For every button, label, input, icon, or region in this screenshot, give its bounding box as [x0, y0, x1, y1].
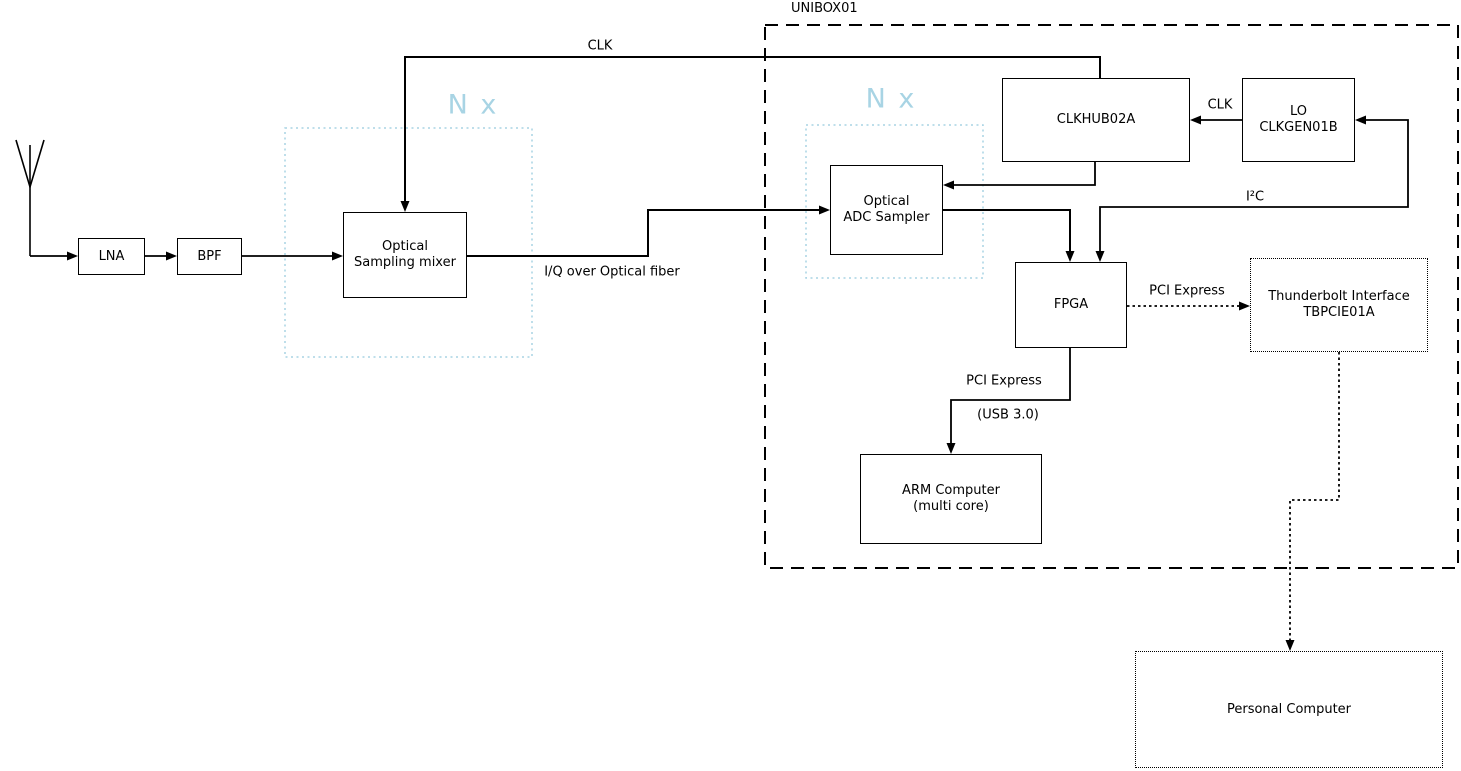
right-multi-group-box — [805, 124, 984, 279]
node-thunderbolt-interface: Thunderbolt Interface TBPCIE01A — [1250, 258, 1428, 352]
label-pcie-thunderbolt: PCI Express — [1149, 283, 1225, 299]
edge-lo-hub — [1190, 115, 1242, 125]
edge-antenna-lna — [30, 251, 78, 261]
label-iq-fiber: I/Q over Optical fiber — [544, 264, 680, 280]
label-i2c: I²C — [1245, 189, 1265, 205]
edge-bpf-mixer — [242, 251, 343, 261]
node-lo-clkgen01b: LO CLKGEN01B — [1242, 78, 1355, 162]
antenna-icon — [15, 139, 45, 256]
edge-clk-hub-mixer — [400, 56, 1101, 212]
node-optical-adc-sampler: Optical ADC Sampler — [830, 165, 943, 255]
node-lna: LNA — [78, 238, 145, 275]
edge-adc-fpga — [943, 209, 1075, 262]
node-bpf: BPF — [177, 238, 242, 275]
edge-mixer-adc — [467, 205, 830, 257]
label-clk-top: CLK — [587, 38, 613, 54]
node-arm-computer: ARM Computer (multi core) — [860, 454, 1042, 544]
edge-fpga-arm — [946, 348, 1071, 454]
edge-lna-bpf — [145, 251, 177, 261]
edge-i2c — [1095, 115, 1409, 262]
unibox-label: UNIBOX01 — [791, 1, 858, 16]
left-multi-group-box — [284, 127, 533, 358]
right-multi-label: N x — [865, 83, 917, 115]
edge-hub-adc — [943, 162, 1096, 190]
unibox-outline — [764, 24, 1459, 569]
left-multi-label: N x — [447, 89, 499, 121]
label-pcie-arm: PCI Express — [966, 373, 1042, 389]
node-clkhub02a: CLKHUB02A — [1002, 78, 1190, 162]
node-personal-computer: Personal Computer — [1135, 651, 1443, 768]
label-clk-lo-hub: CLK — [1207, 97, 1233, 113]
edge-thunderbolt-pc — [1285, 352, 1340, 651]
label-usb: (USB 3.0) — [977, 407, 1039, 423]
node-optical-sampling-mixer: Optical Sampling mixer — [343, 212, 467, 298]
node-fpga: FPGA — [1015, 262, 1127, 348]
edge-fpga-thunderbolt — [1127, 301, 1250, 311]
